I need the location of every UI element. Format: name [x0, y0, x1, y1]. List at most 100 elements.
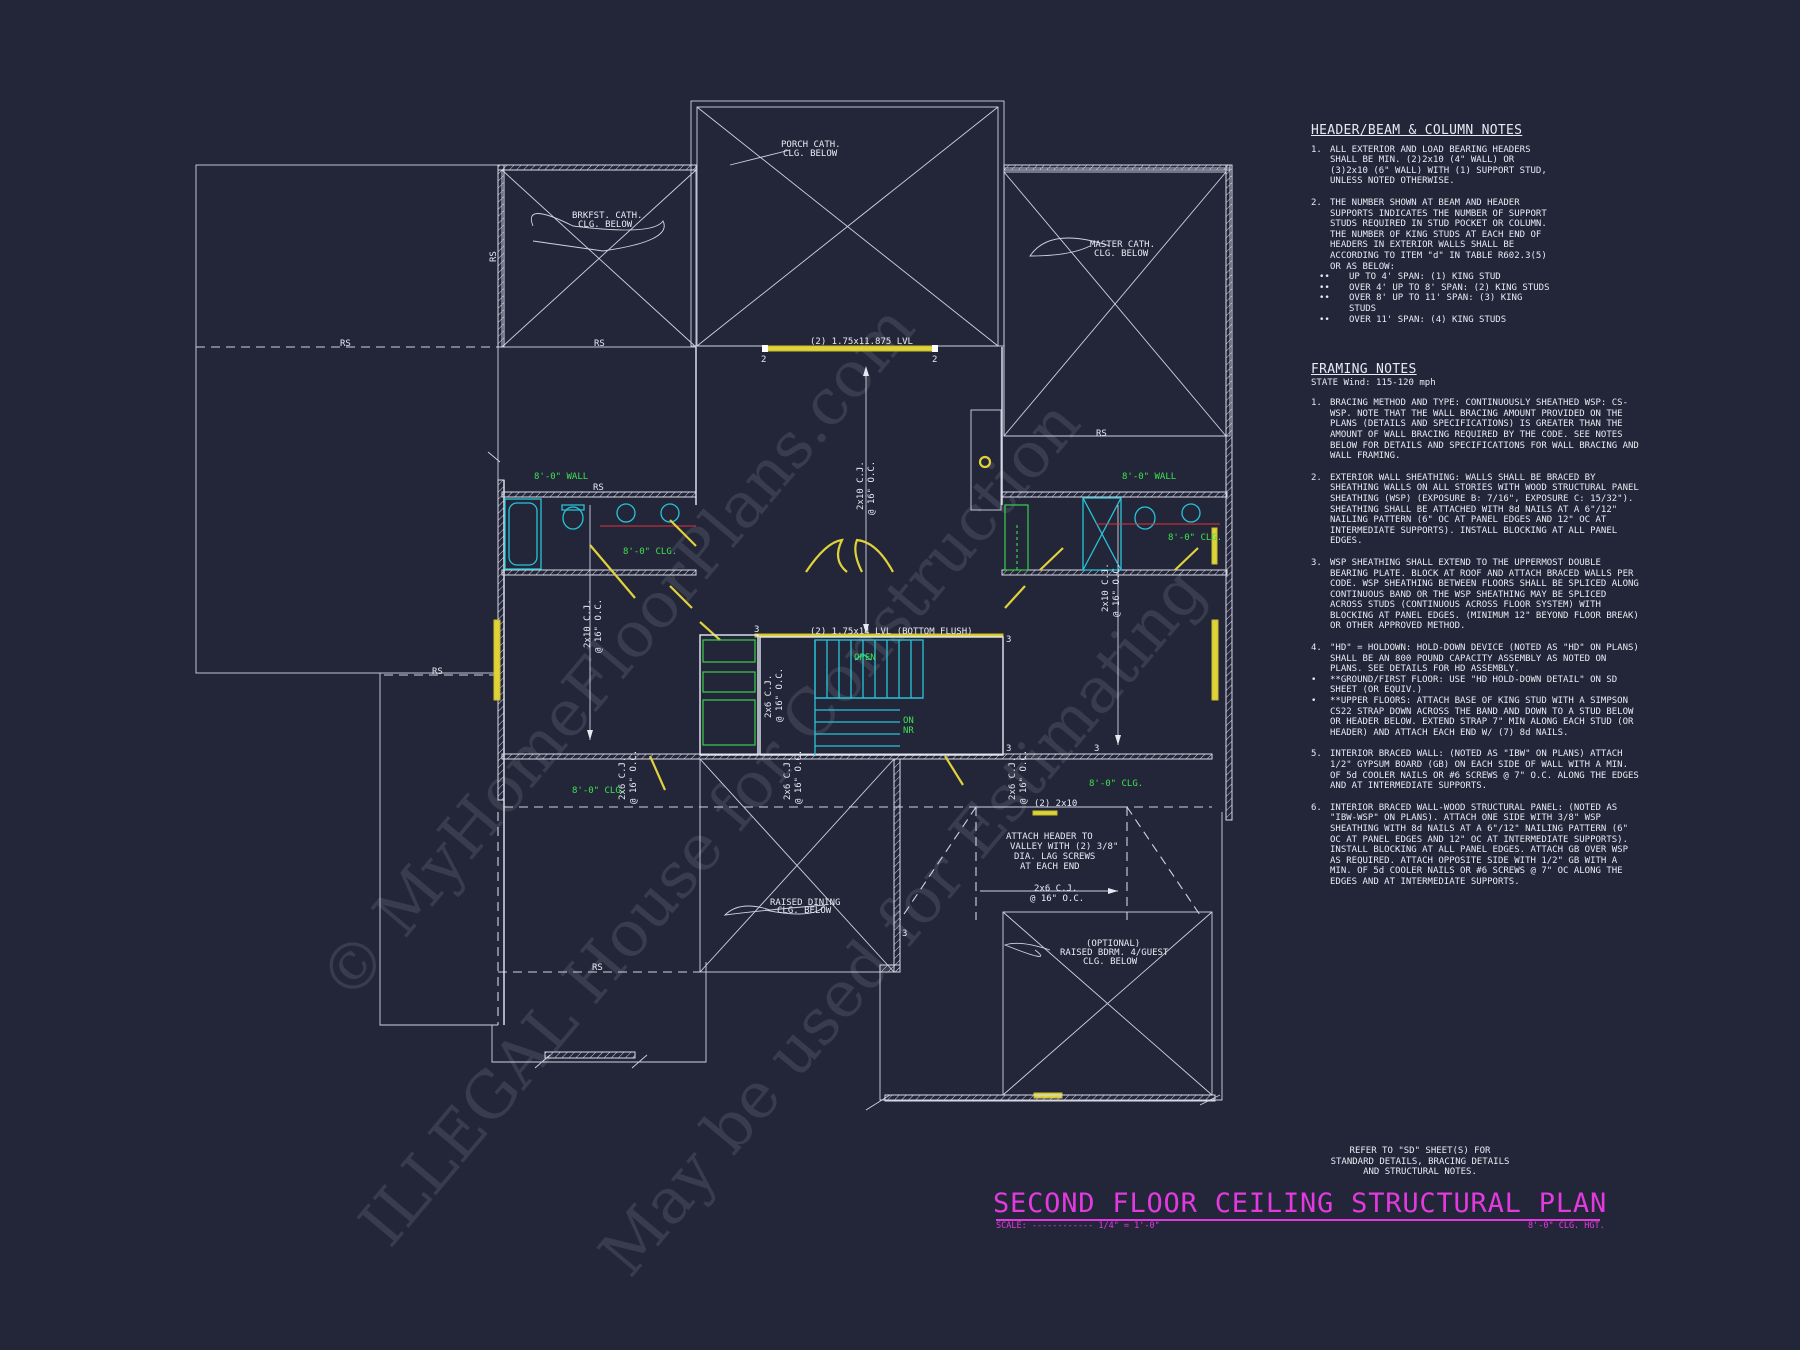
dining-cathedral	[699, 758, 901, 973]
cj-center-2: @ 16" O.C.	[867, 461, 877, 515]
framing-notes: FRAMING NOTES STATE Wind: 115-120 mph 1.…	[1311, 362, 1641, 899]
cj-lower-right-1: 2x6 C.J.	[1008, 757, 1018, 800]
bdrm-label-2: RAISED BDRM. 4/GUEST	[1060, 948, 1169, 958]
framing-note-6: 6.INTERIOR BRACED WALL-WOOD STRUCTURAL P…	[1311, 802, 1629, 887]
bdrm-label-3: CLG. BELOW	[1083, 957, 1138, 967]
brkfst-cathedral	[497, 164, 697, 348]
cj-2x6-bottom-2: @ 16" O.C.	[1030, 894, 1084, 904]
wall-8-right: 8'-0" WALL	[1122, 472, 1176, 482]
support-3-e: 3	[902, 929, 907, 939]
cj-left-1: 2x10 C.J.	[583, 599, 593, 648]
joist-arrows	[587, 366, 1121, 894]
king-stud-item-1: ••UP TO 4' SPAN: (1) KING STUD	[1319, 272, 1501, 283]
wall-8-left: 8'-0" WALL	[534, 472, 588, 482]
attach-header-4: AT EACH END	[1020, 862, 1080, 872]
framing-note-3: 3.WSP SHEATHING SHALL EXTEND TO THE UPPE…	[1311, 557, 1639, 632]
porch-label-2: CLG. BELOW	[783, 149, 838, 159]
cj-lower-mid-1: 2x6 C.J.	[783, 757, 793, 800]
cj-center-1: 2x10 C.J.	[856, 461, 866, 510]
stair	[699, 634, 1004, 756]
plan-labels: PORCH CATH. CLG. BELOW BRKFST. CATH. CLG…	[340, 140, 1222, 973]
framing-note-2: 2.EXTERIOR WALL SHEATHING: WALLS SHALL B…	[1311, 472, 1639, 547]
brkfst-label-2: CLG. BELOW	[578, 220, 633, 230]
framing-notes-list: 1.BRACING METHOD AND TYPE: CONTINUOUSLY …	[1311, 398, 1641, 675]
rs-bath-left: RS	[593, 483, 604, 493]
king-stud-item-2: ••OVER 4' UP TO 8' SPAN: (2) KING STUDS	[1319, 282, 1550, 293]
cj-lower-mid-2: @ 16" O.C.	[794, 750, 804, 804]
ceiling-height-label: 8'-0" CLG. HGT.	[1528, 1221, 1605, 1231]
beam-mid-label: (2) 1.75x14 LVL (BOTTOM FLUSH)	[810, 627, 973, 637]
scale-label: SCALE: ------------ 1/4" = 1'-0"	[996, 1221, 1160, 1231]
cj-right-2: @ 16" O.C.	[1112, 563, 1122, 617]
stair-treads	[815, 640, 912, 747]
framing-note-1: 1.BRACING METHOD AND TYPE: CONTINUOUSLY …	[1311, 398, 1639, 462]
clg-8-bath-left: 8'-0" CLG.	[623, 547, 677, 557]
cj-2x6-bottom-1: 2x6 C.J.	[1034, 884, 1077, 894]
bdrm4-area	[534, 806, 1223, 1111]
clg-8-lower-right: 8'-0" CLG.	[1089, 779, 1143, 789]
cj-stair-2: @ 16" O.C.	[775, 668, 785, 722]
rs-brkfst: RS	[594, 339, 605, 349]
support-3-b: 3	[1006, 635, 1011, 645]
dining-label-2: CLG. BELOW	[777, 906, 832, 916]
king-stud-item-3: ••OVER 8' UP TO 11' SPAN: (3) KING STUDS	[1319, 293, 1523, 314]
rs-roof-top: RS	[340, 339, 351, 349]
clg-8-lower-left: 8'-0" CLG.	[572, 786, 626, 796]
cj-left-2: @ 16" O.C.	[594, 599, 604, 653]
framing-bullet-1: •**GROUND/FIRST FLOOR: USE "HD HOLD-DOWN…	[1311, 674, 1618, 696]
brkfst-label-1: BRKFST. CATH.	[572, 211, 642, 221]
support-2-left: 2	[761, 355, 766, 365]
attach-header-2: VALLEY WITH (2) 3/8"	[1010, 842, 1118, 852]
framing-notes-title: FRAMING NOTES	[1311, 362, 1417, 377]
porch-label-1: PORCH CATH.	[781, 140, 841, 150]
cj-right-1: 2x10 C.J.	[1101, 563, 1111, 612]
stair-open: OPEN	[854, 653, 876, 663]
header-2x10-label: (2) 2x10	[1034, 799, 1077, 809]
framing-note-5: 5.INTERIOR BRACED WALL: (NOTED AS "IBW" …	[1311, 749, 1639, 792]
bdrm-label-1: (OPTIONAL)	[1086, 939, 1140, 949]
support-3-c: 3	[1006, 744, 1011, 754]
bath-left	[504, 498, 697, 599]
attach-header-3: DIA. LAG SCREWS	[1014, 852, 1095, 862]
attach-header-1: ATTACH HEADER TO	[1006, 832, 1093, 842]
framing-notes-subtitle: STATE Wind: 115-120 mph	[1311, 377, 1436, 388]
master-label-1: MASTER CATH.	[1090, 240, 1155, 250]
main-walls	[497, 347, 1228, 1025]
king-stud-item-4: ••OVER 11' SPAN: (4) KING STUDS	[1319, 314, 1507, 325]
framing-notes-list-2: 5.INTERIOR BRACED WALL: (NOTED AS "IBW" …	[1311, 749, 1641, 887]
cj-lower-left-2: @ 16" O.C.	[629, 750, 639, 804]
clg-8-bath-right: 8'-0" CLG.	[1168, 533, 1222, 543]
rs-master: RS	[1096, 429, 1107, 439]
rs-roof-mid: RS	[432, 667, 443, 677]
watermark: © MyHomeFloorPlans.com ILLEGAL House for…	[306, 292, 1220, 1291]
porch-cathedral	[690, 100, 1005, 347]
leader-lines	[531, 149, 1111, 957]
hall-doors	[648, 538, 1026, 791]
cj-lower-left-1: 2x6 C.J.	[618, 757, 628, 800]
header-note-1: 1.ALL EXTERIOR AND LOAD BEARING HEADERS …	[1311, 144, 1547, 187]
rs-dining: RS	[592, 963, 603, 973]
header-notes-title: HEADER/BEAM & COLUMN NOTES	[1311, 123, 1523, 138]
support-3-d: 3	[1094, 744, 1099, 754]
refer-note: REFER TO "SD" SHEET(S) FOR STANDARD DETA…	[1330, 1146, 1510, 1177]
dining-label-1: RAISED DINING	[770, 898, 840, 908]
framing-bullet-2: •**UPPER FLOORS: ATTACH BASE OF KING STU…	[1311, 696, 1634, 738]
support-3-a: 3	[754, 625, 759, 635]
roof-outline	[195, 164, 707, 1063]
stair-nr: NR	[903, 726, 914, 736]
support-2-right: 2	[932, 355, 937, 365]
header-beam-notes: HEADER/BEAM & COLUMN NOTES 1.ALL EXTERIO…	[1311, 123, 1551, 325]
stair-on: ON	[903, 716, 914, 726]
title-underline	[996, 1219, 1600, 1221]
header-note-2: 2.THE NUMBER SHOWN AT BEAM AND HEADER SU…	[1311, 197, 1547, 272]
cj-lower-right-2: @ 16" O.C.	[1019, 750, 1029, 804]
rs-left-wall: RS	[489, 251, 499, 262]
framing-note-4: 4."HD" = HOLDOWN: HOLD-DOWN DEVICE (NOTE…	[1311, 643, 1639, 675]
header-notes-list: 1.ALL EXTERIOR AND LOAD BEARING HEADERS …	[1311, 145, 1551, 273]
master-label-2: CLG. BELOW	[1094, 249, 1149, 259]
beam-top-label: (2) 1.75x11.875 LVL	[810, 337, 913, 347]
bath-right	[1004, 497, 1220, 571]
drawing-title: SECOND FLOOR CEILING STRUCTURAL PLAN	[993, 1188, 1607, 1219]
cj-stair-1: 2x6 C.J.	[764, 675, 774, 718]
